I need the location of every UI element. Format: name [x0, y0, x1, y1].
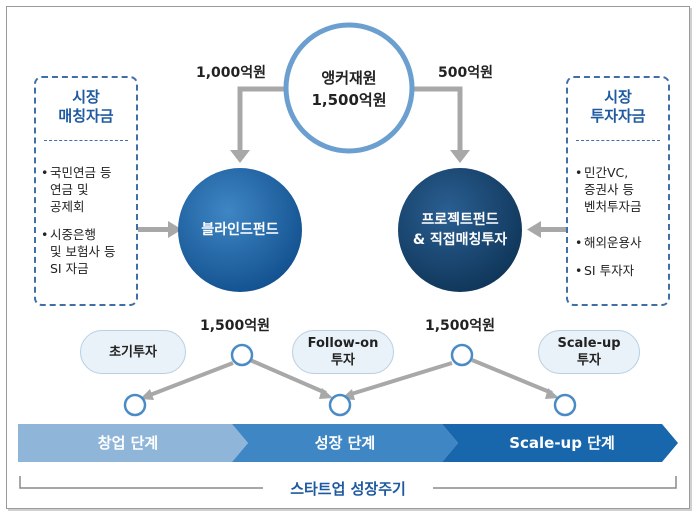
left-allocation-amount: 1,000억원: [196, 65, 267, 81]
market-investment-title-line2: 투자자금: [590, 107, 646, 125]
market-investment-divider: [576, 140, 660, 141]
flow-arrowhead-4: [545, 388, 559, 399]
project-fund-circle: [398, 168, 522, 292]
stage-startup-label: 창업 단계: [97, 434, 159, 452]
flow-node-blind: [230, 343, 254, 367]
list-item-line: 공제회: [50, 199, 85, 214]
flow-node-scaleup: [553, 393, 577, 417]
anchor-circle: [283, 22, 415, 154]
stage-chevron-3: [442, 424, 678, 462]
stage-chevron-2: [232, 424, 458, 462]
flow-node-growth: [328, 393, 352, 417]
list-item-line: 시중은행: [50, 227, 97, 242]
list-item: • 민간VC, 증권사 등 벤처투자금: [575, 165, 642, 214]
market-matching-title: 시장 매칭자금: [36, 88, 136, 126]
anchor-line1: 앵커재원: [321, 69, 377, 87]
arrow-to-project-fund: [408, 86, 463, 150]
arrow-right-box: [540, 227, 568, 232]
blind-fund-label: 블라인드펀드: [201, 222, 279, 238]
follow-on-label-line1: Follow-on: [307, 336, 379, 351]
flow-arrowhead-1: [140, 389, 154, 400]
startup-growth-cycle-label: 스타트업 성장주기: [263, 478, 433, 499]
list-item-line: SI 자금: [50, 261, 89, 276]
arrowhead-blind-fund: [230, 150, 250, 163]
market-investment-title: 시장 투자자금: [568, 88, 668, 126]
list-item-line: 국민연금 등: [50, 165, 112, 180]
follow-on-investment-pill: Follow-on 투자: [292, 330, 394, 374]
blind-fund-flow-amount: 1,500억원: [200, 318, 271, 334]
market-matching-title-line2: 매칭자금: [58, 107, 114, 125]
list-item-line: 해외운용사: [584, 235, 642, 250]
list-item: • SI 투자자: [575, 263, 635, 278]
market-matching-divider: [44, 140, 128, 141]
list-item-line: 민간VC,: [584, 165, 629, 180]
market-matching-box: 시장 매칭자금 • 국민연금 등 연금 및 공제회 • 시중은행 및 보험사 등…: [34, 76, 138, 306]
list-item-line: 연금 및: [50, 182, 89, 197]
market-matching-title-line1: 시장: [72, 88, 100, 106]
follow-on-label-line2: 투자: [331, 353, 355, 368]
market-investment-title-line1: 시장: [604, 88, 632, 106]
anchor-arrows: [237, 86, 463, 150]
blind-fund-circle: [178, 168, 302, 292]
project-fund-label: 프로젝트펀드 & 직접매칭투자: [398, 210, 522, 250]
arrowhead-left-box: [168, 221, 182, 238]
scaleup-label-line1: Scale-up: [557, 336, 621, 351]
list-item-line: 벤처투자금: [584, 199, 642, 214]
arrowhead-right-box: [527, 221, 541, 238]
list-item: • 시중은행 및 보험사 등 SI 자금: [41, 227, 116, 276]
list-item: • 해외운용사: [575, 235, 642, 250]
flow-node-startup: [123, 393, 147, 417]
right-allocation-amount: 500억원: [438, 65, 493, 81]
flow-arrowhead-2: [319, 388, 333, 399]
list-item: • 국민연금 등 연금 및 공제회: [41, 165, 112, 214]
arrowhead-project-fund: [450, 150, 470, 163]
market-investment-box: 시장 투자자금 • 민간VC, 증권사 등 벤처투자금 • 해외운용사 • SI…: [566, 76, 670, 306]
stage-chevron-1: [18, 424, 248, 462]
stage-scaleup-label: Scale-up 단계: [509, 434, 615, 452]
list-item-line: SI 투자자: [584, 263, 635, 278]
early-investment-label: 초기투자: [109, 344, 157, 360]
project-fund-line2: & 직접매칭투자: [412, 232, 508, 248]
arrow-left-box: [133, 227, 169, 232]
arrow-to-blind-fund: [237, 86, 292, 150]
flow-node-project: [450, 343, 474, 367]
scaleup-label-line2: 투자: [577, 353, 601, 368]
anchor-label: 앵커재원 1,500억원: [290, 67, 408, 111]
stage-growth-label: 성장 단계: [314, 434, 376, 452]
list-item-line: 및 보험사 등: [50, 244, 116, 259]
investment-flow-lines: [149, 358, 553, 397]
project-fund-line1: 프로젝트펀드: [421, 212, 499, 228]
project-fund-flow-amount: 1,500억원: [425, 318, 496, 334]
figure-frame: [6, 6, 690, 509]
anchor-line2: 1,500억원: [311, 91, 387, 109]
early-investment-pill: 초기투자: [80, 330, 186, 374]
scaleup-investment-pill: Scale-up 투자: [538, 330, 640, 374]
list-item-line: 증권사 등: [584, 182, 634, 197]
